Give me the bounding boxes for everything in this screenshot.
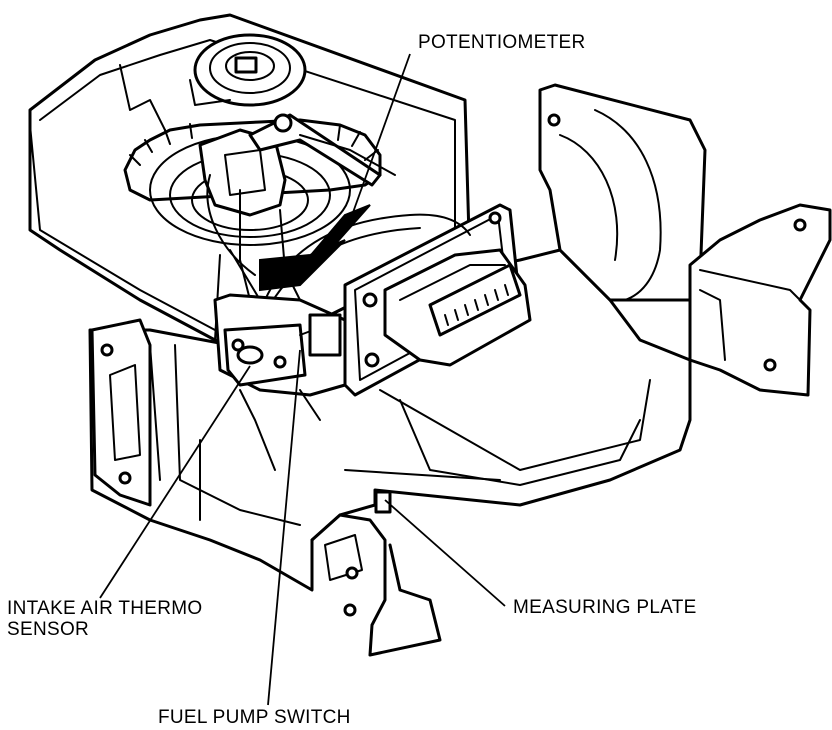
label-measuring-plate: MEASURING PLATE xyxy=(513,597,697,618)
intake-tube xyxy=(538,83,707,302)
label-intake-air-thermo-sensor-line2: SENSOR xyxy=(7,619,89,640)
wiring-harness xyxy=(206,174,471,306)
leader-measuring-plate xyxy=(384,499,506,607)
leader-potentiometer xyxy=(350,53,411,219)
right-mounting-bracket xyxy=(688,203,832,397)
leader-intake-air-thermo-sensor xyxy=(99,365,251,599)
leader-fuel-pump-switch xyxy=(267,349,301,706)
bottom-mounting-flange xyxy=(310,490,442,657)
label-potentiometer: POTENTIOMETER xyxy=(418,32,586,53)
connector-assembly xyxy=(343,203,532,397)
left-mounting-flange xyxy=(90,318,152,507)
leader-lines xyxy=(99,53,506,706)
label-fuel-pump-switch: FUEL PUMP SWITCH xyxy=(158,707,351,728)
label-intake-air-thermo-sensor-line1: INTAKE AIR THERMO xyxy=(7,598,202,619)
